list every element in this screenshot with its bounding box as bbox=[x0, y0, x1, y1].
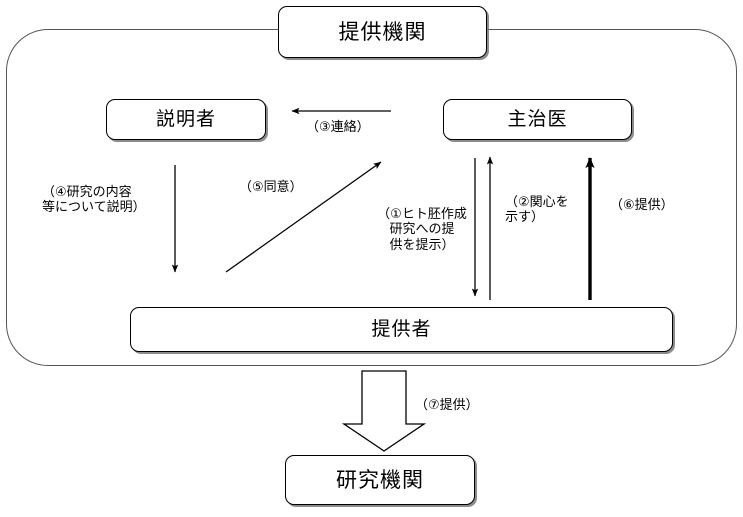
node-attending-physician[interactable]: 主治医 bbox=[443, 99, 632, 140]
node-attending-physician-label: 主治医 bbox=[507, 108, 568, 130]
block-arrow-7-provision bbox=[341, 370, 427, 452]
node-research-institution[interactable]: 研究機関 bbox=[285, 455, 475, 505]
edge-label-1-offer: （①ヒト胚作成 研究への提 供を提示） bbox=[377, 207, 467, 253]
node-explainer-label: 説明者 bbox=[155, 108, 216, 130]
node-research-institution-label: 研究機関 bbox=[336, 467, 424, 492]
node-donor[interactable]: 提供者 bbox=[130, 307, 673, 352]
edge-label-7-provision: （⑦提供） bbox=[415, 398, 479, 413]
arrow-5-consent bbox=[225, 161, 382, 273]
edge-label-5-consent: （⑤同意） bbox=[239, 180, 303, 195]
edge-label-3-contact: （③連絡） bbox=[306, 120, 370, 135]
node-donor-label: 提供者 bbox=[371, 318, 432, 340]
edge-label-2-interest: （②関心を 示す） bbox=[505, 195, 569, 226]
node-provider-institution-label: 提供機関 bbox=[338, 19, 427, 44]
edge-label-6-provision: （⑥提供） bbox=[610, 198, 674, 213]
edge-label-4-explanation: （④研究の内容 等について説明） bbox=[42, 185, 146, 216]
node-provider-institution[interactable]: 提供機関 bbox=[278, 6, 487, 58]
node-explainer[interactable]: 説明者 bbox=[106, 99, 266, 140]
